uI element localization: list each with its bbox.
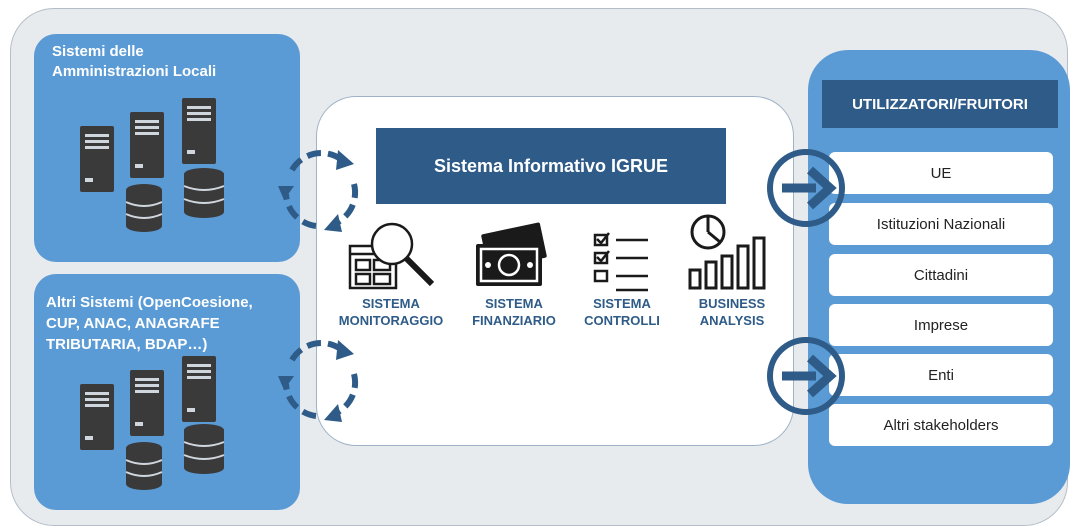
other-systems-panel — [34, 274, 300, 510]
module-label-line: SISTEMA — [485, 296, 543, 311]
local-administrations-panel — [34, 34, 300, 262]
banknotes-icon — [476, 222, 547, 286]
user-item-imprese: Imprese — [829, 304, 1053, 346]
module-label-finanziario: SISTEMA FINANZIARIO — [449, 295, 579, 329]
panel-title-line: CUP, ANAC, ANAGRAFE — [46, 315, 220, 332]
servers-databases-icon — [80, 98, 225, 232]
module-label-line: FINANZIARIO — [472, 313, 556, 328]
circled-arrow-icon — [767, 149, 845, 227]
user-item-cittadini: Cittadini — [829, 254, 1053, 296]
module-label-line: CONTROLLI — [584, 313, 660, 328]
sync-cycle-icon — [278, 340, 359, 422]
module-label-controlli: SISTEMA CONTROLLI — [557, 295, 687, 329]
magnifier-form-icon — [348, 222, 435, 290]
user-item-altri-stakeholders: Altri stakeholders — [829, 404, 1053, 446]
igrue-system-title: Sistema Informativo IGRUE — [376, 128, 726, 204]
local-administrations-title: Sistemi delle Amministrazioni Locali — [52, 42, 216, 82]
servers-databases-icon — [80, 356, 225, 490]
circled-arrow-icon — [767, 337, 845, 415]
module-label-business-analysis: BUSINESS ANALYSIS — [667, 295, 797, 329]
user-item-ue: UE — [829, 152, 1053, 194]
checklist-icon — [593, 232, 648, 292]
module-label-monitoraggio: SISTEMA MONITORAGGIO — [326, 295, 456, 329]
panel-title-line: Amministrazioni Locali — [52, 63, 217, 80]
module-label-line: SISTEMA — [362, 296, 420, 311]
sync-cycle-icon — [278, 150, 359, 232]
other-systems-title: Altri Sistemi (OpenCoesione, CUP, ANAC, … — [46, 292, 253, 355]
panel-title-line: TRIBUTARIA, BDAP…) — [46, 336, 208, 353]
module-label-line: ANALYSIS — [699, 313, 765, 328]
module-label-line: SISTEMA — [593, 296, 651, 311]
users-panel-title: UTILIZZATORI/FRUITORI — [822, 80, 1058, 128]
user-item-enti: Enti — [829, 354, 1053, 396]
user-item-istituzioni-nazionali: Istituzioni Nazionali — [829, 203, 1053, 245]
panel-title-line: Altri Sistemi (OpenCoesione, — [46, 294, 253, 311]
panel-title-line: Sistemi delle — [52, 43, 144, 60]
bar-pie-chart-icon — [688, 214, 766, 290]
module-label-line: BUSINESS — [698, 296, 766, 311]
module-label-line: MONITORAGGIO — [338, 313, 444, 328]
